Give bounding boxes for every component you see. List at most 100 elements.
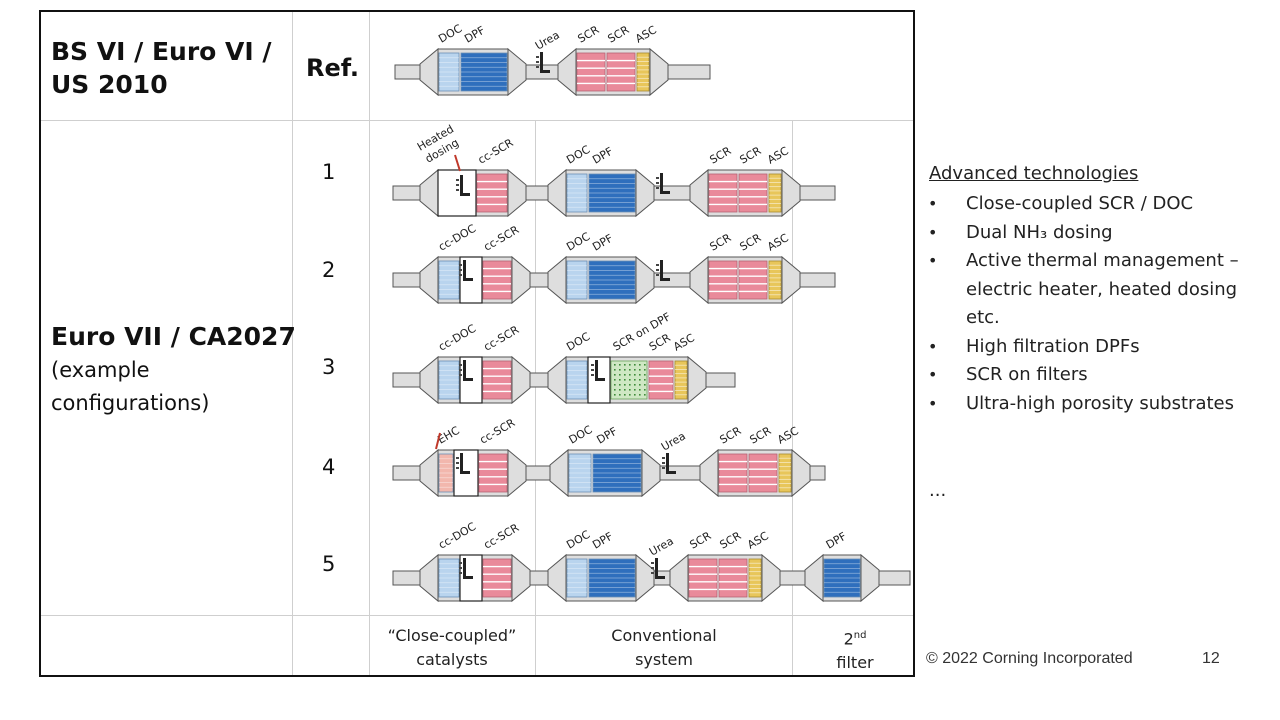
advanced-technologies-list: Close-coupled SCR / DOC Dual NH₃ dosing …: [926, 190, 1256, 418]
scr-brick: [748, 453, 778, 493]
component-label: DPF: [590, 530, 615, 552]
component-label: SCR: [738, 144, 764, 167]
inlet-cone: [547, 355, 567, 405]
scr-on-dpf-dot: [629, 384, 631, 386]
advanced-item: SCR on filters: [926, 361, 1256, 390]
urea-injector-icon: [660, 260, 663, 280]
scr-brick: [476, 173, 508, 213]
component-label: SCR: [708, 231, 734, 254]
doc-brick: [566, 558, 588, 598]
component-label: SCR: [738, 231, 764, 254]
urea-tick: [459, 374, 462, 376]
urea-nozzle-icon: [540, 70, 550, 73]
scr-on-dpf-dot: [614, 394, 616, 396]
asc-brick: [636, 52, 650, 92]
col-label-close-coupled-line1: “Close-coupled”: [387, 626, 517, 645]
urea-injector-icon: [463, 260, 466, 280]
urea-nozzle-icon: [660, 191, 670, 194]
advanced-item: Dual NH₃ dosing: [926, 219, 1256, 248]
outlet-cone: [507, 168, 527, 218]
inlet-cone: [549, 448, 569, 498]
urea-tick: [459, 572, 462, 574]
outlet-cone: [791, 448, 811, 498]
pipe: [799, 272, 836, 288]
scr-on-dpf-dot: [624, 389, 626, 391]
scr-on-dpf-dot: [644, 394, 646, 396]
urea-tick: [656, 269, 659, 271]
pipe: [878, 570, 911, 586]
scr-on-dpf-dot: [619, 379, 621, 381]
scr-on-dpf-dot: [614, 374, 616, 376]
pipe: [392, 185, 421, 201]
urea-tick: [456, 457, 459, 459]
scr-on-dpf-dot: [639, 369, 641, 371]
pipe: [667, 64, 711, 80]
inlet-cone: [669, 553, 689, 603]
scr-brick: [718, 453, 748, 493]
outlet-cone: [635, 553, 655, 603]
ehc-arrow-icon: [435, 432, 441, 450]
scr-on-dpf-dot: [644, 389, 646, 391]
pipe: [392, 272, 421, 288]
asc-brick: [748, 558, 762, 598]
component-label: DOC: [564, 230, 592, 254]
scr-on-dpf-dot: [614, 364, 616, 366]
pipe: [525, 185, 549, 201]
scr-on-dpf-dot: [634, 394, 636, 396]
component-label: ASC: [745, 529, 771, 552]
scr-brick: [708, 260, 738, 300]
inlet-cone: [419, 47, 439, 97]
row-title-bs6-line1: BS VI / Euro VI /: [51, 37, 272, 66]
heated-dosing-arrow-icon: [454, 154, 461, 172]
col-divider-ref: [292, 12, 293, 675]
component-label: DPF: [824, 530, 849, 552]
col-divider-diagram: [369, 12, 370, 675]
scr-on-dpf-dot: [614, 369, 616, 371]
urea-tick: [459, 369, 462, 371]
urea-nozzle-icon: [595, 378, 605, 381]
urea-tick: [459, 562, 462, 564]
component-label: DOC: [567, 423, 595, 447]
urea-tick: [459, 567, 462, 569]
pipe: [525, 465, 551, 481]
urea-tick: [591, 369, 594, 371]
scr-on-dpf-dot: [619, 384, 621, 386]
asc-brick: [768, 260, 782, 300]
outlet-cone: [507, 448, 527, 498]
row-title-bs6-line2: US 2010: [51, 70, 168, 99]
component-label: SCR: [718, 424, 744, 447]
component-label: DPF: [462, 24, 487, 46]
inlet-cone: [419, 168, 439, 218]
component-label: DOC: [564, 528, 592, 552]
component-label: cc-SCR: [478, 416, 518, 447]
urea-injector-icon: [540, 52, 543, 72]
col-label-conventional-line2: system: [635, 650, 693, 669]
pipe: [394, 64, 421, 80]
urea-injector-icon: [463, 360, 466, 380]
asc-brick: [778, 453, 792, 493]
pipe: [392, 372, 421, 388]
advanced-technologies-title: Advanced technologies: [929, 163, 1139, 184]
urea-nozzle-icon: [460, 471, 470, 474]
scr-brick: [718, 558, 748, 598]
ref-number-1: 1: [322, 160, 336, 184]
inlet-cone: [804, 553, 824, 603]
component-label: DOC: [436, 22, 464, 46]
col-label-second-filter-num: 2: [843, 629, 854, 649]
outlet-cone: [511, 355, 531, 405]
scr-brick: [606, 52, 636, 92]
scr-on-dpf-dot: [619, 364, 621, 366]
ref-number-4: 4: [322, 455, 336, 479]
inlet-cone: [689, 255, 709, 305]
scr-on-dpf-dot: [634, 364, 636, 366]
dpf-brick: [588, 558, 636, 598]
col-label-conventional-line1: Conventional: [611, 626, 717, 645]
outlet-cone: [641, 448, 661, 498]
component-label: cc-DOC: [436, 520, 478, 552]
inlet-cone: [547, 255, 567, 305]
urea-tick: [656, 274, 659, 276]
urea-nozzle-icon: [460, 193, 470, 196]
scr-brick: [738, 260, 768, 300]
ref-number-5: 5: [322, 552, 336, 576]
scr-on-dpf-dot: [619, 369, 621, 371]
